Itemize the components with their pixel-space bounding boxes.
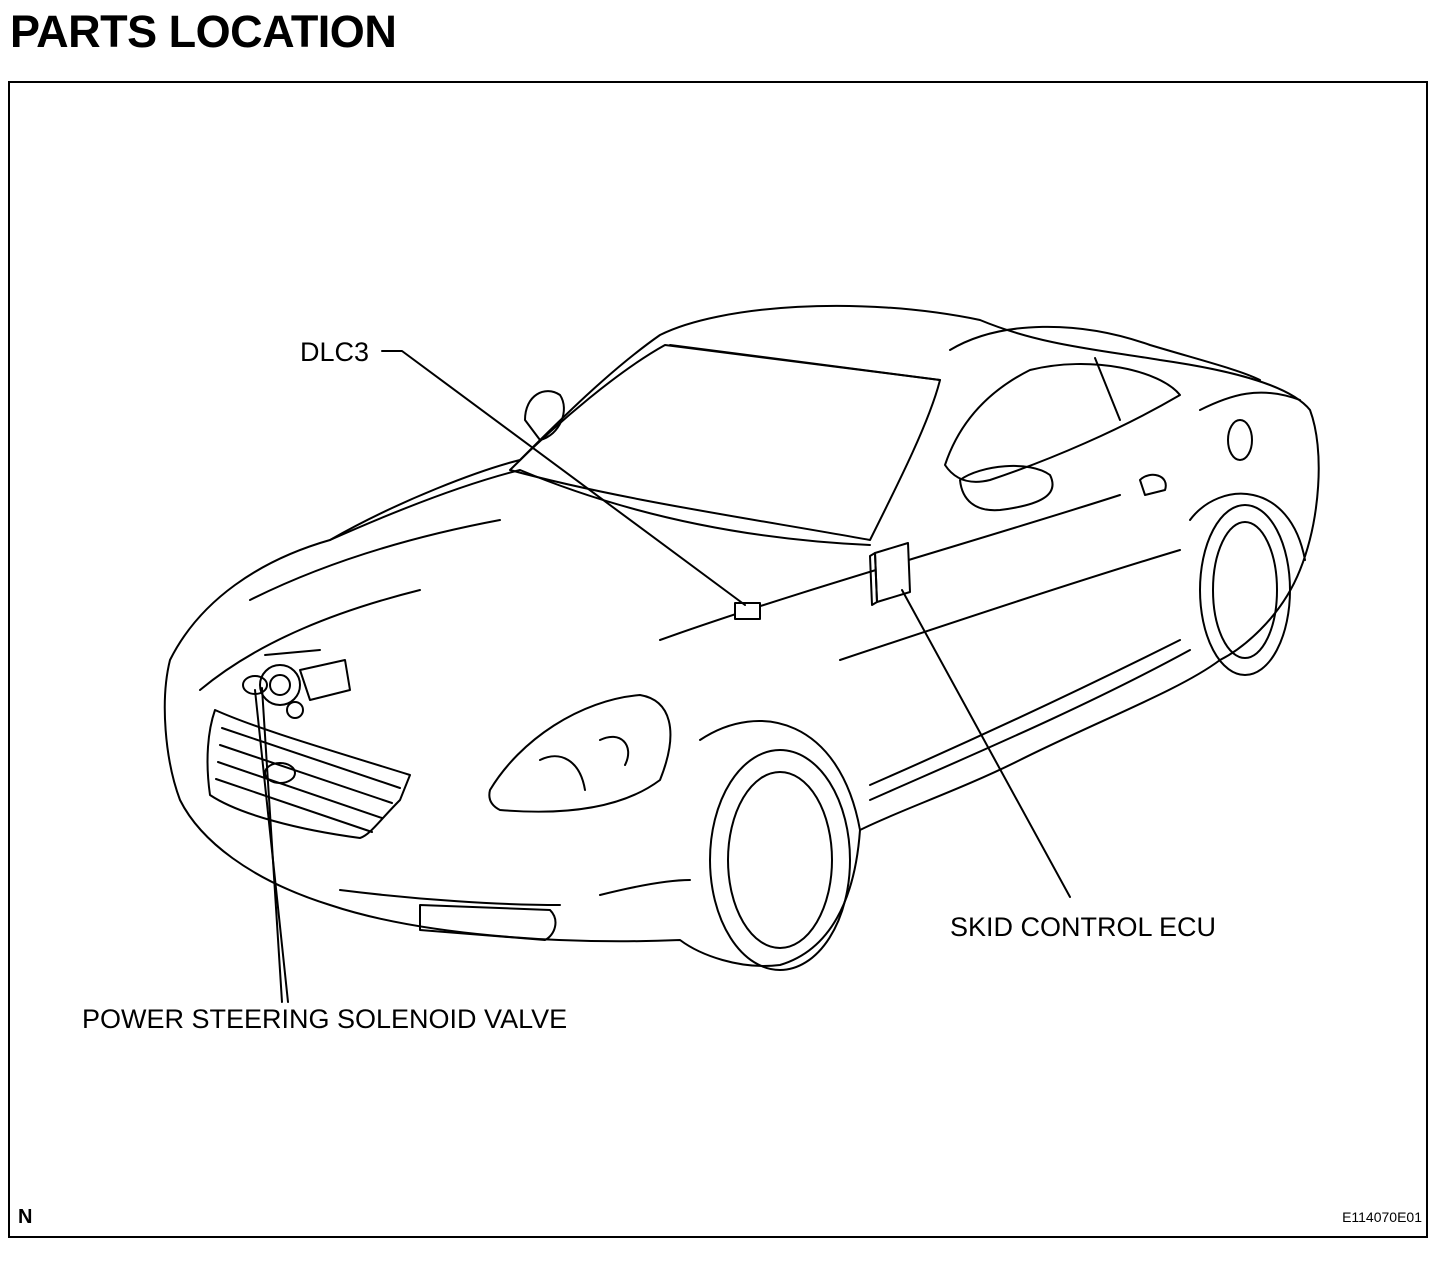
power-steering-pump [242,649,351,719]
front-grille [206,709,411,839]
left-mirror [524,390,565,441]
page-title: PARTS LOCATION [10,6,397,57]
orientation-mark: N [18,1206,33,1228]
headlight [488,694,672,813]
diagram-frame [8,81,1428,1238]
dlc3-part [734,602,761,620]
dlc3-leader-line [381,350,746,606]
windshield [509,344,941,541]
callout-skid-control-ecu: SKID CONTROL ECU [950,912,1217,942]
emblem [264,762,296,784]
front-wheel [709,749,851,971]
callout-dlc3: DLC3 [300,337,370,367]
rear-wheel [1199,504,1291,676]
callout-power-steering-solenoid-valve: POWER STEERING SOLENOID VALVE [82,1004,568,1034]
fog-light [419,904,557,941]
side-window [944,363,1181,483]
figure-id: E114070E01 [1342,1209,1422,1225]
car-body-outline [163,304,1320,967]
right-mirror [959,465,1054,512]
skid-control-ecu-leader-line [901,589,1071,898]
